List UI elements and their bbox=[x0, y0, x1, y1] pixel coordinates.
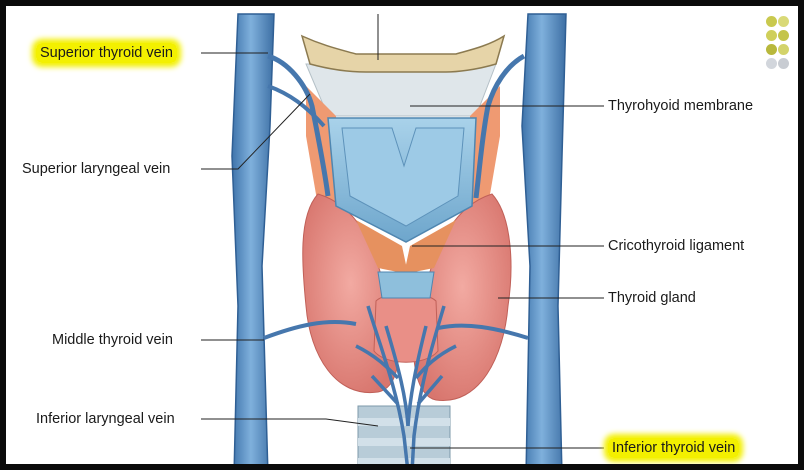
label-thyrohyoid-membrane: Thyrohyoid membrane bbox=[608, 97, 753, 115]
label-superior-thyroid-vein: Superior thyroid vein bbox=[36, 44, 177, 62]
dot bbox=[766, 58, 777, 69]
dot bbox=[778, 16, 789, 27]
highlight-superior-thyroid-vein: Superior thyroid vein bbox=[36, 43, 177, 63]
cricoid-cartilage bbox=[378, 272, 434, 298]
label-superior-laryngeal-vein: Superior laryngeal vein bbox=[22, 160, 170, 178]
label-thyroid-gland: Thyroid gland bbox=[608, 289, 696, 307]
dot bbox=[778, 30, 789, 41]
dot bbox=[766, 44, 777, 55]
right-internal-jugular-vein bbox=[522, 14, 566, 470]
label-middle-thyroid-vein: Middle thyroid vein bbox=[52, 331, 173, 349]
left-internal-jugular-vein bbox=[232, 14, 274, 470]
hyoid-bone bbox=[302, 36, 504, 72]
dot bbox=[778, 44, 789, 55]
label-inferior-thyroid-vein: Inferior thyroid vein bbox=[608, 439, 739, 457]
dot bbox=[766, 16, 777, 27]
label-inferior-laryngeal-vein: Inferior laryngeal vein bbox=[36, 410, 175, 428]
highlight-inferior-thyroid-vein: Inferior thyroid vein bbox=[608, 438, 739, 458]
dot bbox=[778, 58, 789, 69]
label-cricothyroid-ligament: Cricothyroid ligament bbox=[608, 237, 744, 255]
decorative-dots bbox=[764, 16, 790, 86]
dot bbox=[766, 30, 777, 41]
